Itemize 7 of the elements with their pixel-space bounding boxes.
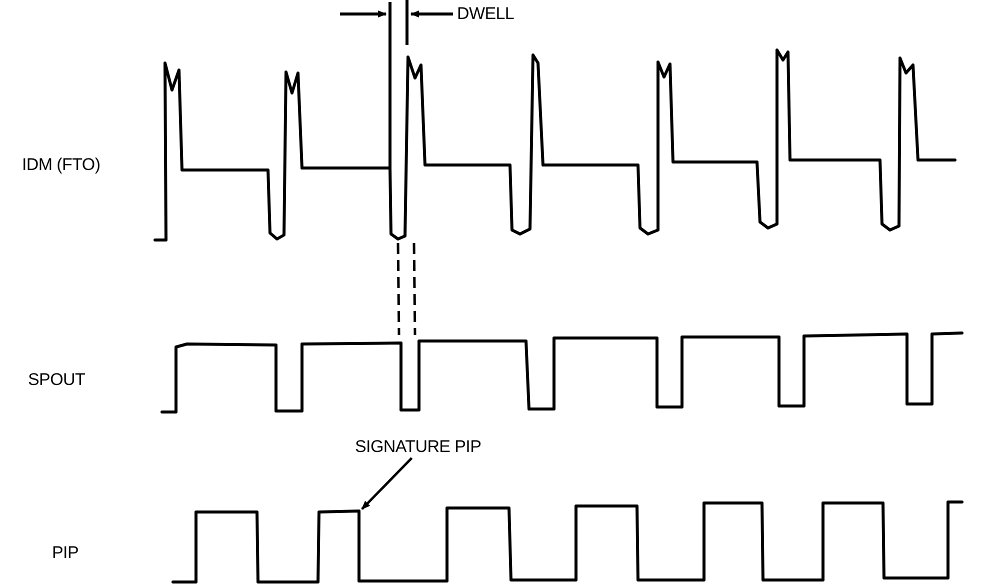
leader-line: [361, 457, 413, 510]
signal-label: IDM (FTO): [22, 155, 100, 175]
dimension-label: DWELL: [457, 4, 514, 24]
pip-waveform: [172, 500, 964, 584]
signal-label: PIP: [52, 543, 79, 563]
callout-label: SIGNATURE PIP: [355, 437, 482, 457]
signal-label: SPOUT: [28, 370, 86, 390]
